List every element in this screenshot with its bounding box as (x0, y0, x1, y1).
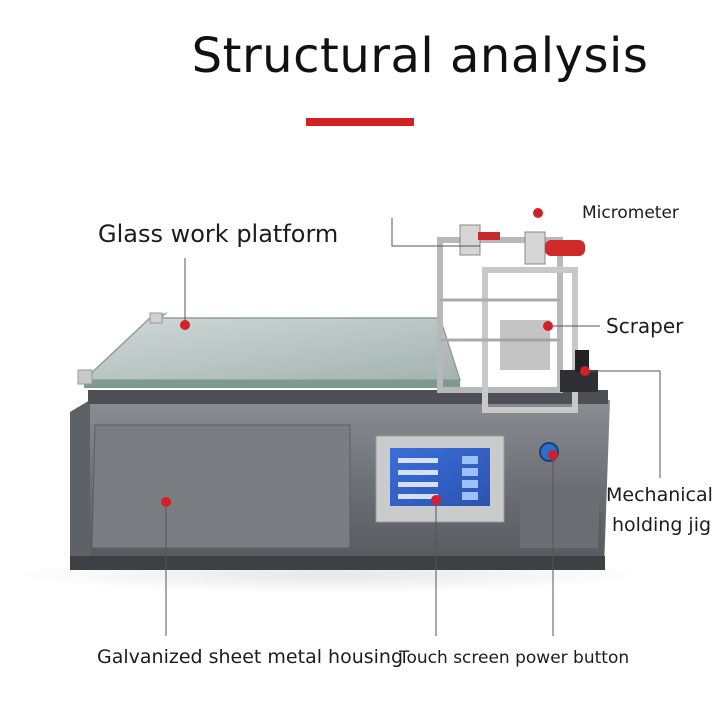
label-holding-jig-line2: holding jig (612, 514, 712, 536)
housing (70, 390, 610, 570)
page-title: Structural analysis (191, 28, 649, 84)
label-glass-platform: Glass work platform (98, 220, 339, 248)
leader-lines (165, 218, 661, 636)
label-holding-jig-line1: Mechanical (606, 484, 713, 506)
label-housing: Galvanized sheet metal housing (97, 646, 404, 668)
label-power-button: Touch screen power button (399, 648, 630, 668)
touch-screen (375, 435, 505, 523)
label-scraper: Scraper (606, 314, 684, 338)
glass-platform (77, 312, 462, 388)
marker-dots (161, 208, 590, 507)
label-micrometer: Micrometer (582, 203, 679, 223)
scraper-frame (437, 224, 585, 413)
title-underline (306, 118, 414, 126)
